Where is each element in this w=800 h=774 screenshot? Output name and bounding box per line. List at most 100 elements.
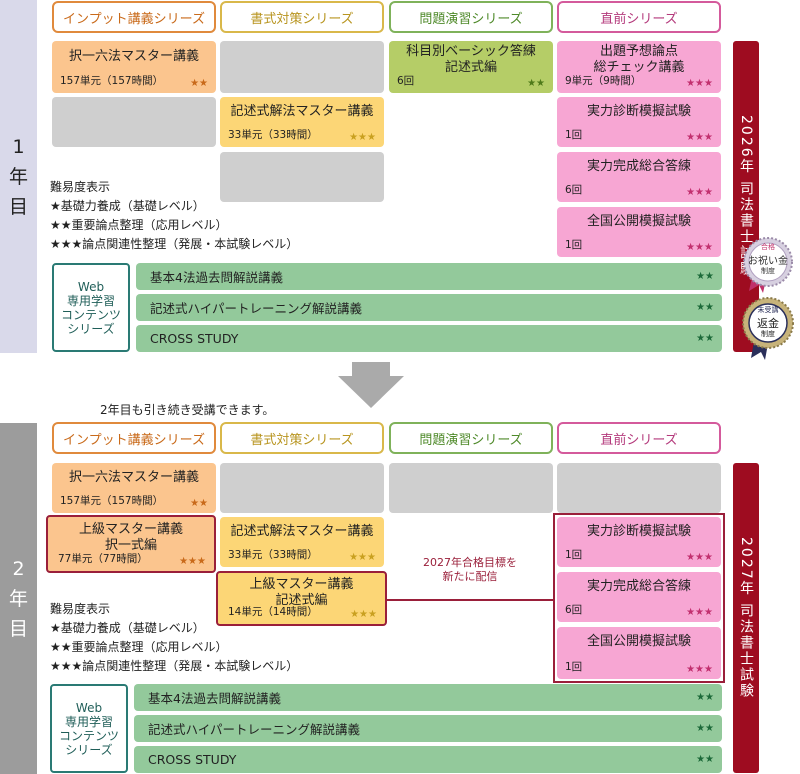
difficulty-stars: ★★ [190, 498, 208, 509]
web-course-row[interactable]: 記述式ハイパートレーニング解説講義 ★★ [134, 715, 722, 742]
course-title: 択一六法マスター講義 [68, 470, 199, 485]
difficulty-stars: ★★ [696, 692, 714, 703]
course-card[interactable]: 択一六法マスター講義 157単元（157時間） ★★ [52, 41, 216, 93]
legend-item: ★★重要論点整理（応用レベル） [50, 218, 228, 232]
legend-item: ★基礎力養成（基礎レベル） [50, 621, 205, 635]
course-card[interactable]: 出題予想論点 総チェック講義 9単元（9時間） ★★★ [557, 41, 721, 93]
difficulty-stars: ★★★ [686, 607, 713, 618]
course-title: 記述式解法マスター講義 [230, 104, 374, 119]
course-card[interactable]: 全国公開模擬試験 1回 ★★★ [557, 207, 721, 257]
course-title: 科目別ベーシック答練 記述式編 [406, 44, 536, 75]
course-units: 157単元（157時間） [60, 75, 164, 87]
exam-label-2027: 2027年 司法書士試験 [733, 463, 759, 773]
course-units: 1回 [565, 661, 583, 673]
header-input-series: インプット講義シリーズ [52, 422, 216, 454]
difficulty-stars: ★★ [696, 271, 714, 282]
course-title: 実力診断模擬試験 [586, 104, 691, 119]
course-title: 記述式解法マスター講義 [230, 524, 374, 539]
web-course-title: 基本4法過去問解説講義 [150, 270, 283, 285]
web-series-label: Web 専用学習 コンテンツ シリーズ [52, 263, 130, 352]
course-title: 全国公開模擬試験 [586, 634, 691, 649]
course-card[interactable]: 実力完成総合答練 6回 ★★★ [557, 572, 721, 622]
course-card[interactable]: 実力診断模擬試験 1回 ★★★ [557, 517, 721, 567]
course-title: 出題予想論点 総チェック講義 [593, 44, 685, 75]
web-course-title: 記述式ハイパートレーニング解説講義 [150, 301, 363, 316]
header-shoshiki-series: 書式対策シリーズ [220, 1, 384, 33]
course-units: 33単元（33時間） [228, 129, 318, 141]
empty-slot [220, 152, 384, 202]
course-title: 上級マスター講義 択一式編 [78, 522, 183, 553]
course-card[interactable]: 択一六法マスター講義 157単元（157時間） ★★ [52, 463, 216, 513]
header-mondai-series: 問題演習シリーズ [389, 1, 553, 33]
course-card[interactable]: 記述式解法マスター講義 33単元（33時間） ★★★ [220, 517, 384, 567]
course-card[interactable]: 記述式解法マスター講義 33単元（33時間） ★★★ [220, 97, 384, 147]
web-course-row[interactable]: 基本4法過去問解説講義 ★★ [134, 684, 722, 711]
course-title: 実力診断模擬試験 [586, 524, 691, 539]
course-card[interactable]: 科目別ベーシック答練 記述式編 6回 ★★ [389, 41, 553, 93]
difficulty-stars: ★★★ [686, 78, 713, 89]
difficulty-stars: ★★ [696, 302, 714, 313]
course-units: 6回 [565, 184, 583, 196]
web-course-row[interactable]: 記述式ハイパートレーニング解説講義 ★★ [136, 294, 722, 321]
course-title: 択一六法マスター講義 [68, 49, 199, 64]
difficulty-legend: 難易度表示 ★基礎力養成（基礎レベル） ★★重要論点整理（応用レベル） ★★★論… [50, 600, 350, 676]
course-title: 実力完成総合答練 [586, 579, 691, 594]
refund-badge: 未受講 返金 制度 [739, 296, 797, 360]
header-chokuzen-series: 直前シリーズ [557, 1, 721, 33]
new-release-note: 2027年合格目標を 新たに配信 [423, 556, 517, 583]
course-units: 6回 [565, 604, 583, 616]
difficulty-stars: ★★ [527, 78, 545, 89]
course-card[interactable]: 上級マスター講義 択一式編 77単元（77時間） ★★★ [46, 515, 216, 573]
difficulty-stars: ★★★ [179, 556, 206, 567]
legend-title: 難易度表示 [50, 180, 111, 194]
course-units: 1回 [565, 129, 583, 141]
legend-title: 難易度表示 [50, 602, 111, 616]
difficulty-legend: 難易度表示 ★基礎力養成（基礎レベル） ★★重要論点整理（応用レベル） ★★★論… [50, 178, 350, 254]
course-units: 157単元（157時間） [60, 495, 164, 507]
difficulty-stars: ★★★ [686, 552, 713, 563]
difficulty-stars: ★★★ [686, 664, 713, 675]
empty-slot [557, 463, 721, 513]
continue-note: 2年目も引き続き受講できます。 [100, 403, 275, 417]
badge-main-text: お祝い金 [748, 256, 788, 267]
web-course-row[interactable]: 基本4法過去問解説講義 ★★ [136, 263, 722, 290]
legend-item: ★★★論点関連性整理（発展・本試験レベル） [50, 237, 299, 251]
badge-main-text: 返金 [757, 317, 779, 330]
difficulty-stars: ★★★ [350, 609, 377, 620]
header-mondai-series: 問題演習シリーズ [389, 422, 553, 454]
course-card[interactable]: 全国公開模擬試験 1回 ★★★ [557, 627, 721, 679]
legend-item: ★★★論点関連性整理（発展・本試験レベル） [50, 659, 299, 673]
course-card[interactable]: 実力診断模擬試験 1回 ★★★ [557, 97, 721, 147]
web-course-title: 基本4法過去問解説講義 [148, 691, 281, 706]
course-card[interactable]: 実力完成総合答練 6回 ★★★ [557, 152, 721, 202]
web-course-row[interactable]: CROSS STUDY ★★ [136, 325, 722, 352]
difficulty-stars: ★★★ [686, 132, 713, 143]
header-chokuzen-series: 直前シリーズ [557, 422, 721, 454]
legend-item: ★★重要論点整理（応用レベル） [50, 640, 228, 654]
empty-slot [52, 97, 216, 147]
exam-label-2026: 2026年 司法書士試験 [733, 41, 759, 352]
empty-slot [220, 463, 384, 513]
badge-top-text: 未受講 [757, 306, 779, 314]
difficulty-stars: ★★★ [349, 552, 376, 563]
badge-top-text: 合格 [761, 243, 775, 251]
empty-slot [220, 41, 384, 93]
legend-item: ★基礎力養成（基礎レベル） [50, 199, 205, 213]
difficulty-stars: ★★ [190, 78, 208, 89]
course-units: 1回 [565, 239, 583, 251]
course-units: 1回 [565, 549, 583, 561]
header-shoshiki-series: 書式対策シリーズ [220, 422, 384, 454]
course-card[interactable]: 上級マスター講義 記述式編 14単元（14時間） ★★★ [216, 571, 387, 626]
difficulty-stars: ★★ [696, 723, 714, 734]
course-units: 9単元（9時間） [565, 75, 642, 87]
web-series-label: Web 専用学習 コンテンツ シリーズ [50, 684, 128, 773]
course-units: 77単元（77時間） [58, 553, 148, 565]
web-course-row[interactable]: CROSS STUDY ★★ [134, 746, 722, 773]
web-course-title: CROSS STUDY [150, 331, 239, 346]
course-title: 全国公開模擬試験 [586, 214, 691, 229]
header-input-series: インプット講義シリーズ [52, 1, 216, 33]
connector-line [387, 599, 553, 601]
course-title: 上級マスター講義 記述式編 [249, 577, 354, 608]
